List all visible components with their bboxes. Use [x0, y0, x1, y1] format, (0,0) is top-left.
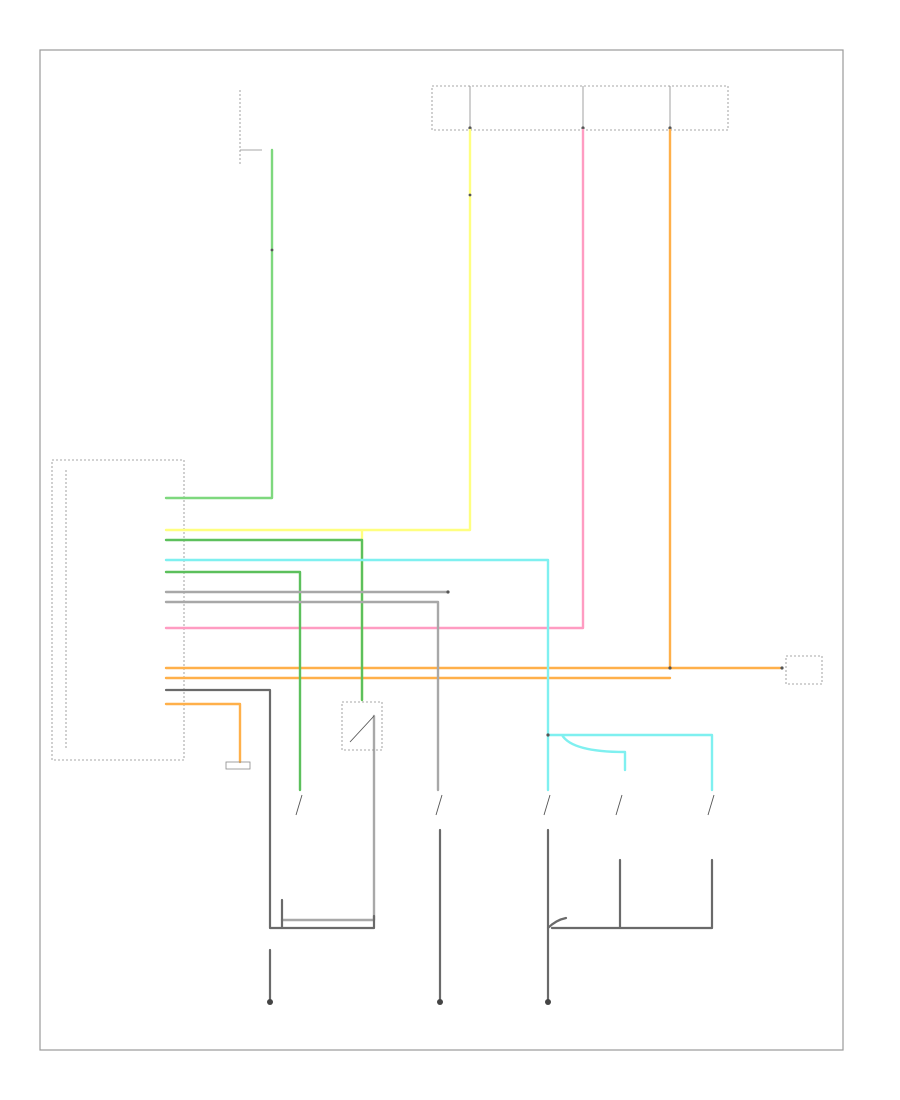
switch-2-lever	[295, 794, 303, 816]
fuse-block	[431, 85, 729, 131]
switch-3-lever	[435, 794, 443, 816]
control-module	[51, 459, 185, 761]
right-connector-pin	[780, 666, 784, 670]
switch-5-lever	[615, 794, 623, 816]
wire-gray	[164, 590, 450, 922]
lower-left-connector	[225, 761, 251, 770]
splice-2	[468, 193, 472, 197]
wire-black	[164, 688, 714, 1002]
wire-dark-green	[164, 538, 364, 792]
wires	[164, 128, 782, 1002]
ground-3	[545, 999, 551, 1005]
switch-4-lever	[543, 794, 551, 816]
fuse-2-terminal	[581, 126, 585, 130]
wire-cyan	[164, 558, 714, 792]
splice-4	[546, 733, 550, 737]
fuse-1-terminal	[468, 126, 472, 130]
splice-1	[270, 248, 274, 252]
diagram-frame	[39, 49, 844, 1051]
switch-1-lever	[349, 715, 375, 743]
wire-green-upper	[164, 148, 274, 500]
wire-yellow	[164, 128, 472, 702]
splice-5	[668, 666, 672, 670]
grounds	[267, 999, 551, 1005]
fuse-3-terminal	[668, 126, 672, 130]
splices	[270, 193, 672, 737]
right-connector	[785, 655, 823, 685]
wire-pink	[164, 128, 585, 630]
ground-2	[437, 999, 443, 1005]
splice-3	[446, 590, 450, 594]
ground-1	[267, 999, 273, 1005]
wire-orange	[164, 128, 782, 764]
switch-6-lever	[707, 794, 715, 816]
switches	[295, 701, 715, 816]
switch-box-1	[341, 701, 383, 751]
